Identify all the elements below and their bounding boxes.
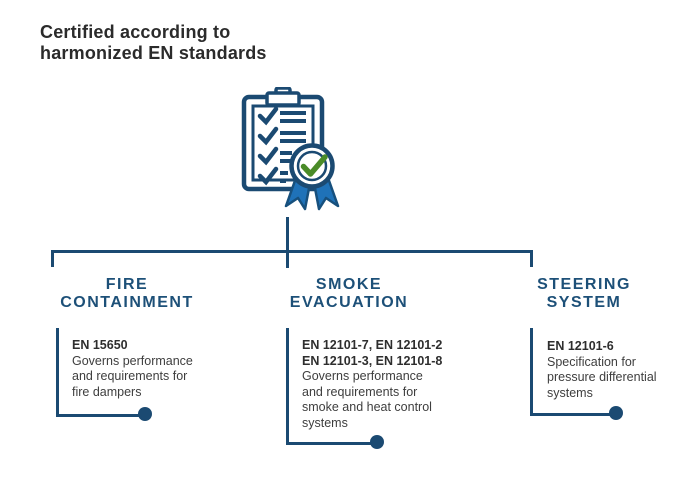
- badge-check-icon: [289, 143, 335, 189]
- branch-bracket-fire-containment: [56, 328, 147, 417]
- connector-drop-right: [530, 250, 533, 267]
- branch-description: Specification for pressure differential …: [547, 354, 657, 400]
- branch-body-smoke-evacuation: EN 12101-7, EN 12101-2 EN 12101-3, EN 12…: [302, 338, 472, 431]
- branch-standards: EN 12101-6: [547, 339, 614, 353]
- connector-stem: [285, 217, 289, 268]
- branch-standards: EN 15650: [72, 338, 128, 352]
- connector-horizontal: [51, 250, 533, 253]
- clipboard-icon: [241, 87, 325, 192]
- certified-checklist-badge-icon: [241, 87, 340, 211]
- branch-description: Governs performance and requirements for…: [72, 353, 193, 399]
- branch-body-steering-system: EN 12101-6 Specification for pressure di…: [547, 339, 687, 401]
- branch-heading-smoke-evacuation: SMOKE EVACUATION: [289, 276, 409, 311]
- connector-drop-left: [51, 250, 54, 267]
- branch-body-fire-containment: EN 15650 Governs performance and require…: [72, 338, 222, 400]
- checklist-checkmarks: [257, 106, 279, 186]
- page-title: Certified according to harmonized EN sta…: [40, 22, 267, 63]
- branch-description: Governs performance and requirements for…: [302, 369, 432, 430]
- branch-bracket-smoke-evacuation: [286, 328, 379, 445]
- branch-bracket-steering-system: [530, 328, 617, 416]
- branch-heading-fire-containment: FIRE CONTAINMENT: [60, 276, 194, 311]
- branch-heading-steering-system: STEERING SYSTEM: [537, 276, 631, 311]
- branch-dot-smoke-evacuation: [370, 435, 384, 449]
- branch-dot-fire-containment: [138, 407, 152, 421]
- checklist-lines: [280, 111, 306, 183]
- branch-dot-steering-system: [609, 406, 623, 420]
- branch-standards: EN 12101-7, EN 12101-2 EN 12101-3, EN 12…: [302, 338, 443, 368]
